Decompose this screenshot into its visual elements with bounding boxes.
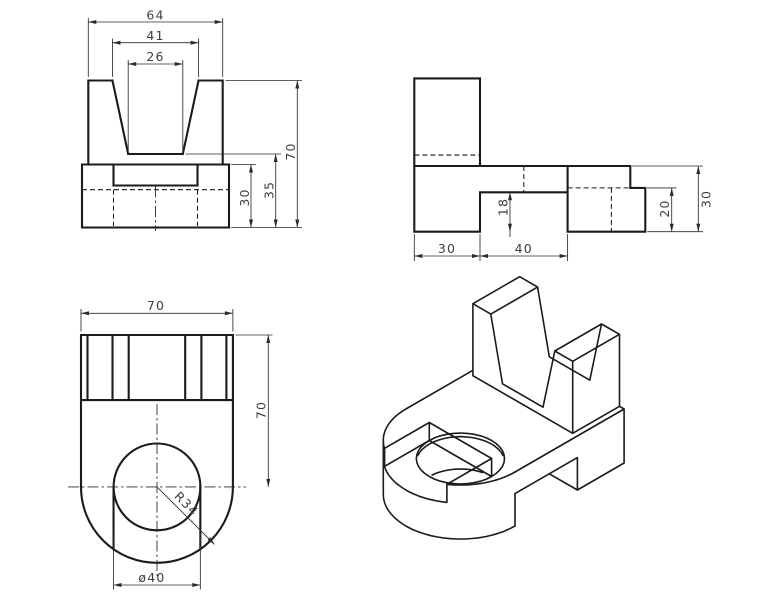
dim-label-side-notch-depth: 40	[515, 241, 533, 256]
isometric-view-geometry	[382, 275, 625, 540]
dim-label-side-front-depth: 30	[438, 241, 456, 256]
dim-label-front-slot-floor-height: 35	[262, 181, 277, 199]
arrowheads	[81, 20, 701, 587]
dim-label-top-hole-diameter: ø40	[138, 570, 165, 585]
dim-label-front-base-height: 30	[237, 188, 252, 206]
dim-label-front-slot-top-width: 41	[146, 28, 164, 43]
dim-label-top-depth-to-center: 70	[254, 401, 269, 419]
part-outline	[79, 333, 234, 551]
dimension-lines	[80, 18, 703, 590]
part-outline	[417, 435, 504, 457]
center-lines	[68, 186, 246, 576]
drawing-line	[68, 186, 246, 576]
dim-label-side-notch-height: 18	[496, 198, 511, 216]
part-outline	[382, 275, 625, 527]
part-outline	[382, 408, 407, 450]
dim-label-side-end-height: 20	[657, 199, 672, 217]
dim-label-top-corner-radius: R34	[171, 489, 202, 520]
dim-label-side-base-height: 30	[699, 190, 714, 208]
part-outline	[415, 432, 506, 485]
part-outline	[383, 465, 448, 504]
dim-label-front-overall-height: 70	[283, 142, 298, 160]
dim-label-front-slot-bottom-width: 26	[146, 49, 164, 64]
part-outline	[446, 471, 516, 486]
part-outline	[382, 493, 516, 540]
dim-label-front-overall-width: 64	[146, 8, 164, 23]
part-outline	[431, 468, 484, 476]
dimension-arrowheads	[81, 20, 701, 587]
dim-label-top-overall-width: 70	[147, 298, 165, 313]
drawing-line	[80, 18, 703, 590]
